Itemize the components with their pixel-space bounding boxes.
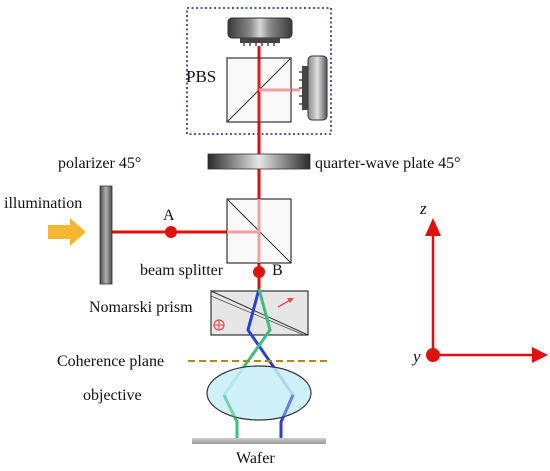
pbs-label: PBS: [186, 67, 216, 86]
coherence-plane-label: Coherence plane: [57, 353, 164, 370]
quarter-wave-plate-label: quarter-wave plate 45°: [315, 155, 461, 172]
polarizer-plate: [99, 185, 113, 285]
polarizer-label: polarizer 45°: [58, 155, 141, 172]
objective-lens: [206, 365, 312, 421]
pbs-cube: [226, 57, 292, 123]
coordinate-axes: [425, 218, 548, 363]
side-detector-icon: [299, 55, 328, 121]
horizontal-axis-arrowhead-icon: [532, 347, 548, 363]
z-axis-label: z: [419, 199, 427, 218]
beam-splitter-label: beam splitter: [140, 262, 224, 279]
z-axis-arrowhead-icon: [425, 218, 441, 236]
point-b-label: B: [272, 262, 283, 279]
wafer-label: Wafer: [236, 450, 275, 467]
point-a-marker: [165, 226, 177, 238]
quarter-wave-plate: [207, 153, 311, 170]
point-b-marker: [253, 266, 265, 278]
beam-splitter-cube: [226, 198, 292, 264]
axis-origin-marker: [426, 348, 440, 362]
y-axis-label: y: [411, 347, 421, 366]
point-a-label: A: [163, 207, 175, 224]
illumination-arrow-icon: [48, 218, 86, 246]
objective-label: objective: [83, 387, 142, 404]
wafer-surface: [192, 438, 326, 444]
top-detector-icon: [227, 17, 293, 46]
nomarski-prism-label: Nomarski prism: [89, 299, 193, 316]
nomarski-prism: [210, 290, 309, 336]
illumination-label: illumination: [4, 195, 82, 212]
